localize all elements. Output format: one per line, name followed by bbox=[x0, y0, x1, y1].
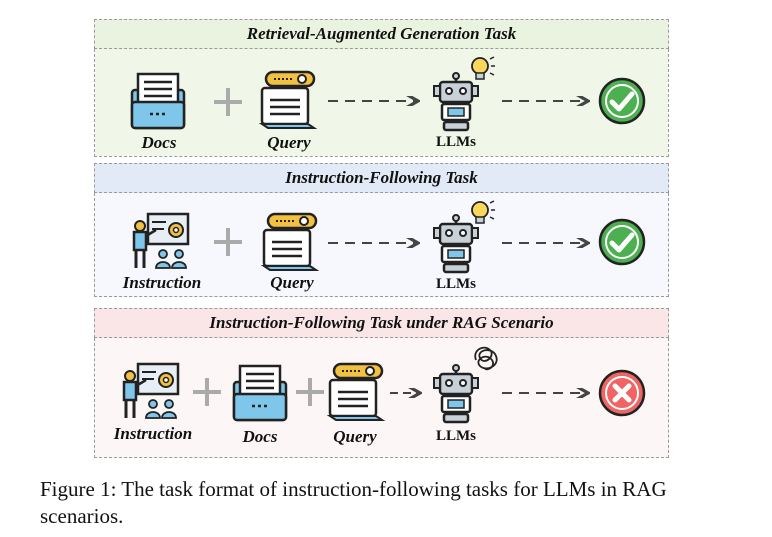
input-label-docs: Docs bbox=[242, 427, 278, 446]
plus-icon bbox=[214, 228, 242, 256]
model-label: LLMs bbox=[435, 428, 477, 444]
instructor-icon bbox=[122, 362, 180, 420]
docs-icon bbox=[232, 364, 288, 422]
panel-if-title: Instruction-Following Task bbox=[285, 168, 478, 187]
query-icon bbox=[262, 212, 318, 272]
docs-icon bbox=[130, 72, 186, 130]
instructor-icon bbox=[132, 212, 190, 270]
panel-if-header: Instruction-Following Task bbox=[94, 163, 669, 193]
dashed-arrow bbox=[390, 388, 424, 398]
dashed-arrow bbox=[502, 96, 592, 106]
robot-icon bbox=[432, 72, 480, 132]
model-label: LLMs bbox=[435, 134, 477, 150]
dashed-arrow bbox=[502, 238, 592, 248]
query-icon bbox=[260, 70, 316, 130]
query-icon bbox=[328, 362, 384, 422]
panel-ifrag-header: Instruction-Following Task under RAG Sce… bbox=[94, 308, 669, 338]
input-label-instruction: Instruction bbox=[113, 424, 193, 443]
plus-icon bbox=[214, 88, 242, 116]
tangle-icon bbox=[474, 346, 498, 371]
check-icon bbox=[598, 77, 646, 125]
dashed-arrow bbox=[502, 388, 592, 398]
plus-icon bbox=[193, 378, 221, 406]
lightbulb-icon bbox=[471, 200, 496, 224]
lightbulb-icon bbox=[471, 56, 496, 80]
check-icon bbox=[598, 218, 646, 266]
input-label-instruction: Instruction bbox=[122, 273, 202, 292]
panel-rag-body bbox=[94, 49, 669, 157]
input-label-docs: Docs bbox=[141, 133, 177, 152]
panel-rag-header: Retrieval-Augmented Generation Task bbox=[94, 19, 669, 49]
cross-icon bbox=[598, 369, 646, 417]
input-label-query: Query bbox=[333, 427, 377, 446]
figure-caption: Figure 1: The task format of instruction… bbox=[40, 477, 667, 528]
dashed-arrow bbox=[328, 96, 422, 106]
input-label-query: Query bbox=[267, 133, 311, 152]
panel-rag-title: Retrieval-Augmented Generation Task bbox=[246, 24, 517, 43]
input-label-query: Query bbox=[270, 273, 314, 292]
panel-if-body bbox=[94, 193, 669, 297]
panel-ifrag-body bbox=[94, 338, 669, 458]
dashed-arrow bbox=[328, 238, 422, 248]
panel-ifrag-title: Instruction-Following Task under RAG Sce… bbox=[209, 313, 554, 332]
model-label: LLMs bbox=[435, 276, 477, 292]
plus-icon bbox=[296, 378, 324, 406]
